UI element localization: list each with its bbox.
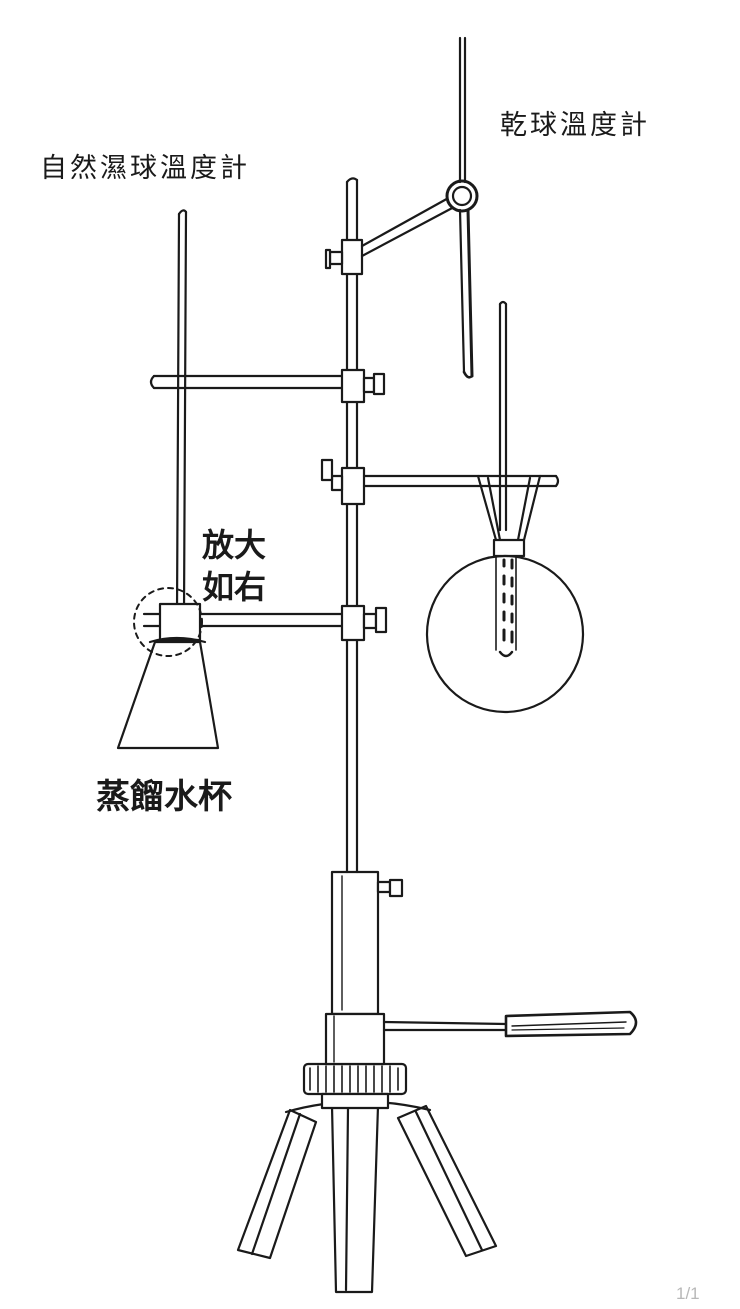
dry-bulb-thermometer [458,36,474,379]
globe-clamp-arm [320,458,560,506]
dry-bulb-clamp-arm [324,179,479,276]
stand-rod [345,177,359,874]
label-natural-wet-bulb-thermometer: 自然濕球溫度計 [40,153,250,184]
stand-sleeve [324,870,404,1066]
globe-thermometer [425,300,585,714]
wet-bulb-clamp-arm [149,368,386,404]
tripod-base [236,1062,498,1294]
page-indicator: 1/1 [676,1284,700,1303]
label-distilled-water-cup: 蒸餾水杯 [96,777,232,817]
label-dry-bulb-thermometer: 乾球溫度計 [500,110,650,141]
label-magnified-line1: 放大 [202,526,266,564]
globe-thermometer-horizontal [382,1010,638,1038]
distilled-water-flask [116,587,220,750]
label-magnified-line2: 如右 [202,568,266,606]
natural-wet-bulb-thermometer [175,209,188,614]
